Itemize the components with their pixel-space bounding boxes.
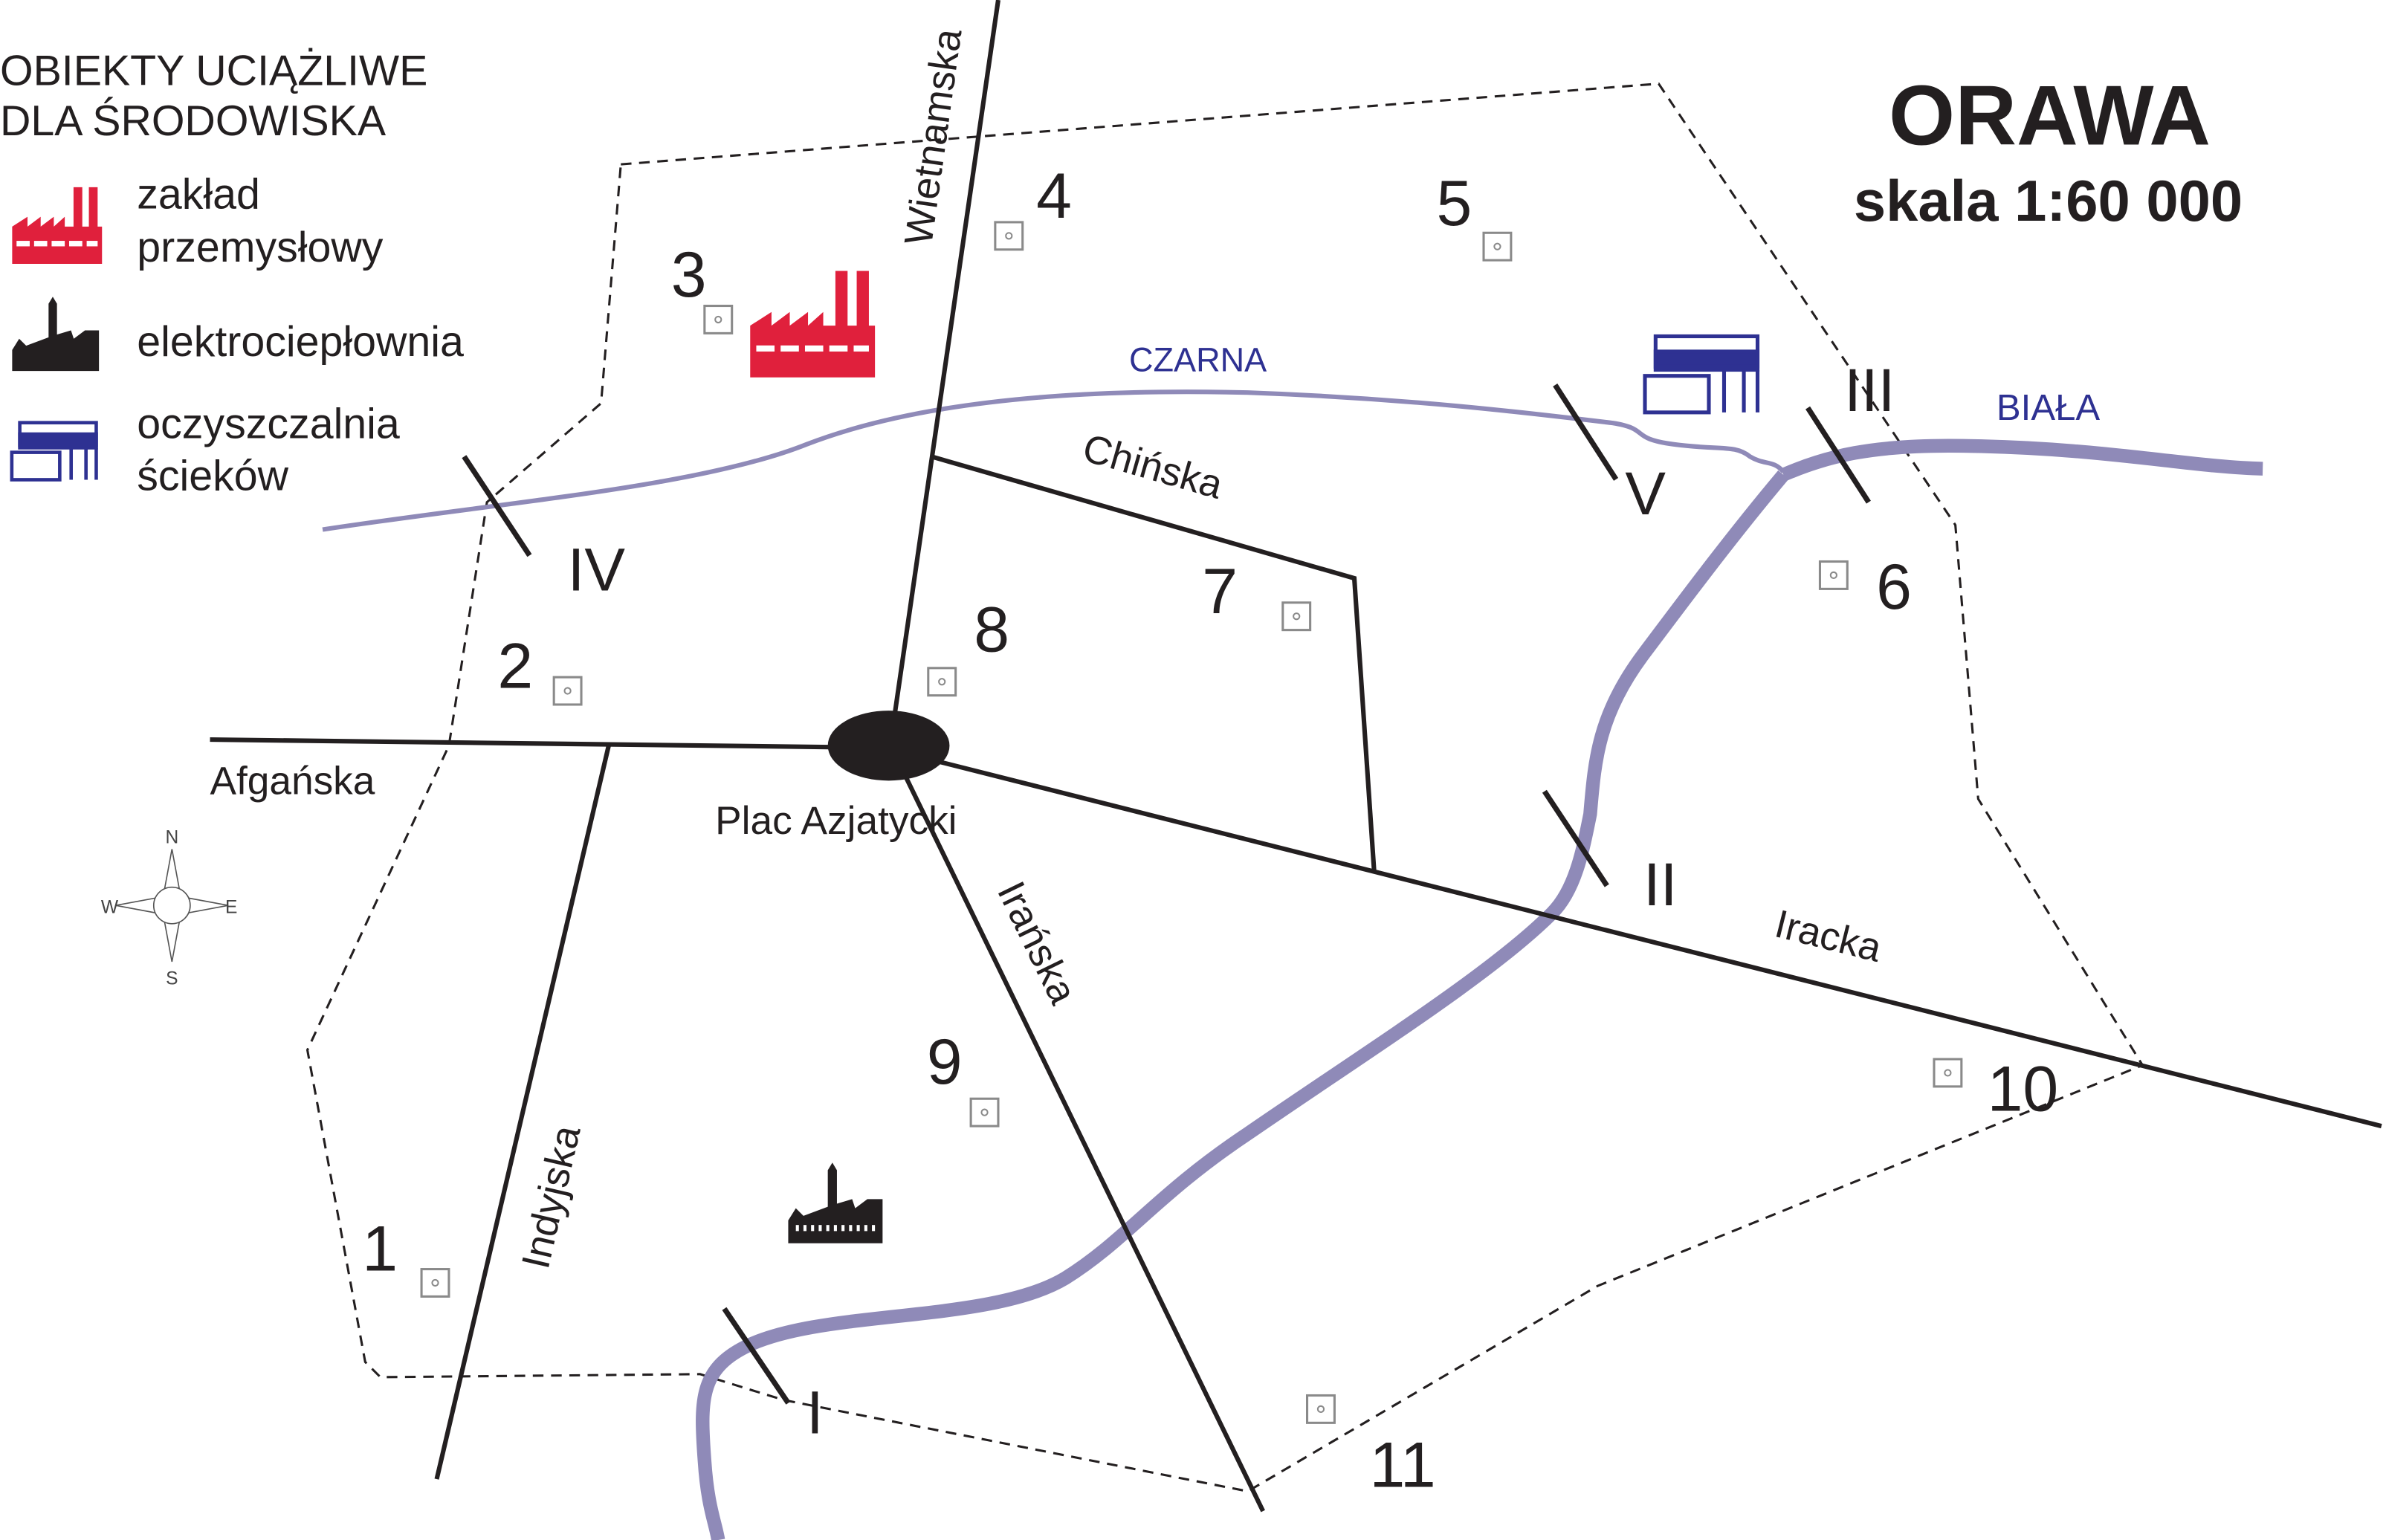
svg-text:5: 5 xyxy=(1437,168,1472,239)
svg-text:4: 4 xyxy=(1036,161,1072,232)
crossing-i-marker xyxy=(722,1307,791,1405)
compass-n: N xyxy=(165,827,178,847)
plac-label: Plac Azjatycki xyxy=(715,799,957,843)
road-iracka xyxy=(935,758,2382,1129)
svg-text:9: 9 xyxy=(927,1026,963,1098)
street-label-afganska: Afgańska xyxy=(210,760,375,803)
compass-w: W xyxy=(101,897,119,917)
site-9: 9 xyxy=(927,1026,1000,1128)
sewage-plant-icon xyxy=(1643,334,1760,415)
site-7: 7 xyxy=(1202,556,1312,632)
crossing-i-label: I xyxy=(806,1379,824,1447)
street-label-wietnamska: Wietnamska xyxy=(896,26,970,248)
site-4: 4 xyxy=(994,161,1072,251)
legend: OBIEKTY UCIĄŻLIWE DLA ŚRODOWISKA zakład … xyxy=(0,48,464,500)
road-afganska xyxy=(210,737,837,750)
svg-text:1: 1 xyxy=(362,1214,398,1285)
svg-text:7: 7 xyxy=(1202,556,1238,627)
street-label-iracka: Iracka xyxy=(1771,902,1886,971)
road-indyjska xyxy=(434,745,611,1480)
site-1: 1 xyxy=(362,1214,450,1298)
compass-rose: N S W E xyxy=(101,827,238,989)
map-scale: skala 1:60 000 xyxy=(1854,169,2243,233)
plac-azjatycki-marker xyxy=(827,711,950,781)
crossing-iii-marker xyxy=(1805,406,1871,504)
factory-icon xyxy=(750,271,876,378)
site-8: 8 xyxy=(927,594,1009,697)
site-5: 5 xyxy=(1437,168,1513,262)
crossing-ii-marker xyxy=(1542,789,1609,887)
svg-text:10: 10 xyxy=(1988,1054,2059,1125)
legend-sewage-plant-label: oczyszczalnia xyxy=(137,401,400,448)
district-boundary xyxy=(305,82,2144,1493)
crossing-iv-marker xyxy=(462,455,532,557)
road-wietnamska xyxy=(888,0,1000,746)
street-label-indyjska: Indyjska xyxy=(514,1121,589,1272)
svg-text:2: 2 xyxy=(497,630,533,702)
compass-s: S xyxy=(166,969,178,989)
crossing-iii-label: III xyxy=(1844,357,1895,424)
site-2: 2 xyxy=(497,630,583,706)
compass-e: E xyxy=(225,897,237,917)
site-10: 10 xyxy=(1933,1054,2059,1125)
svg-text:3: 3 xyxy=(671,239,707,311)
street-label-chinska: Chińska xyxy=(1078,426,1227,508)
legend-heading: OBIEKTY UCIĄŻLIWE xyxy=(0,48,427,95)
legend-sewage-plant-icon xyxy=(10,421,98,482)
crossing-ii-label: II xyxy=(1643,851,1677,919)
road-chinska xyxy=(931,454,1377,871)
crossing-v-label: V xyxy=(1625,460,1666,528)
river-biala xyxy=(1780,439,2263,482)
river-label-czarna: CZARNA xyxy=(1129,341,1267,379)
site-6: 6 xyxy=(1818,551,1912,623)
legend-factory-label: zakład xyxy=(137,170,260,218)
power-plant-icon xyxy=(788,1162,883,1243)
river-label-biala: BIAŁA xyxy=(1997,388,2100,428)
legend-heading-line2: DLA ŚRODOWISKA xyxy=(0,97,387,145)
svg-text:8: 8 xyxy=(974,594,1009,665)
legend-sewage-plant-label-line2: ścieków xyxy=(137,452,288,499)
legend-factory-label-line2: przemysłowy xyxy=(137,224,384,271)
site-3: 3 xyxy=(671,239,734,334)
legend-factory-icon xyxy=(12,187,103,265)
road-iranska xyxy=(903,774,1265,1512)
map-title: ORAWA xyxy=(1889,68,2211,163)
legend-power-plant-icon xyxy=(12,297,100,372)
site-11: 11 xyxy=(1306,1394,1436,1501)
legend-power-plant-label: elektrociepłownia xyxy=(137,318,464,366)
street-label-iranska: Irańska xyxy=(989,875,1085,1011)
river-czarna xyxy=(322,389,1785,532)
svg-text:11: 11 xyxy=(1369,1429,1435,1501)
river-main xyxy=(696,470,1789,1540)
svg-text:6: 6 xyxy=(1876,551,1912,623)
crossing-v-marker xyxy=(1553,384,1619,481)
crossing-iv-label: IV xyxy=(568,536,626,604)
